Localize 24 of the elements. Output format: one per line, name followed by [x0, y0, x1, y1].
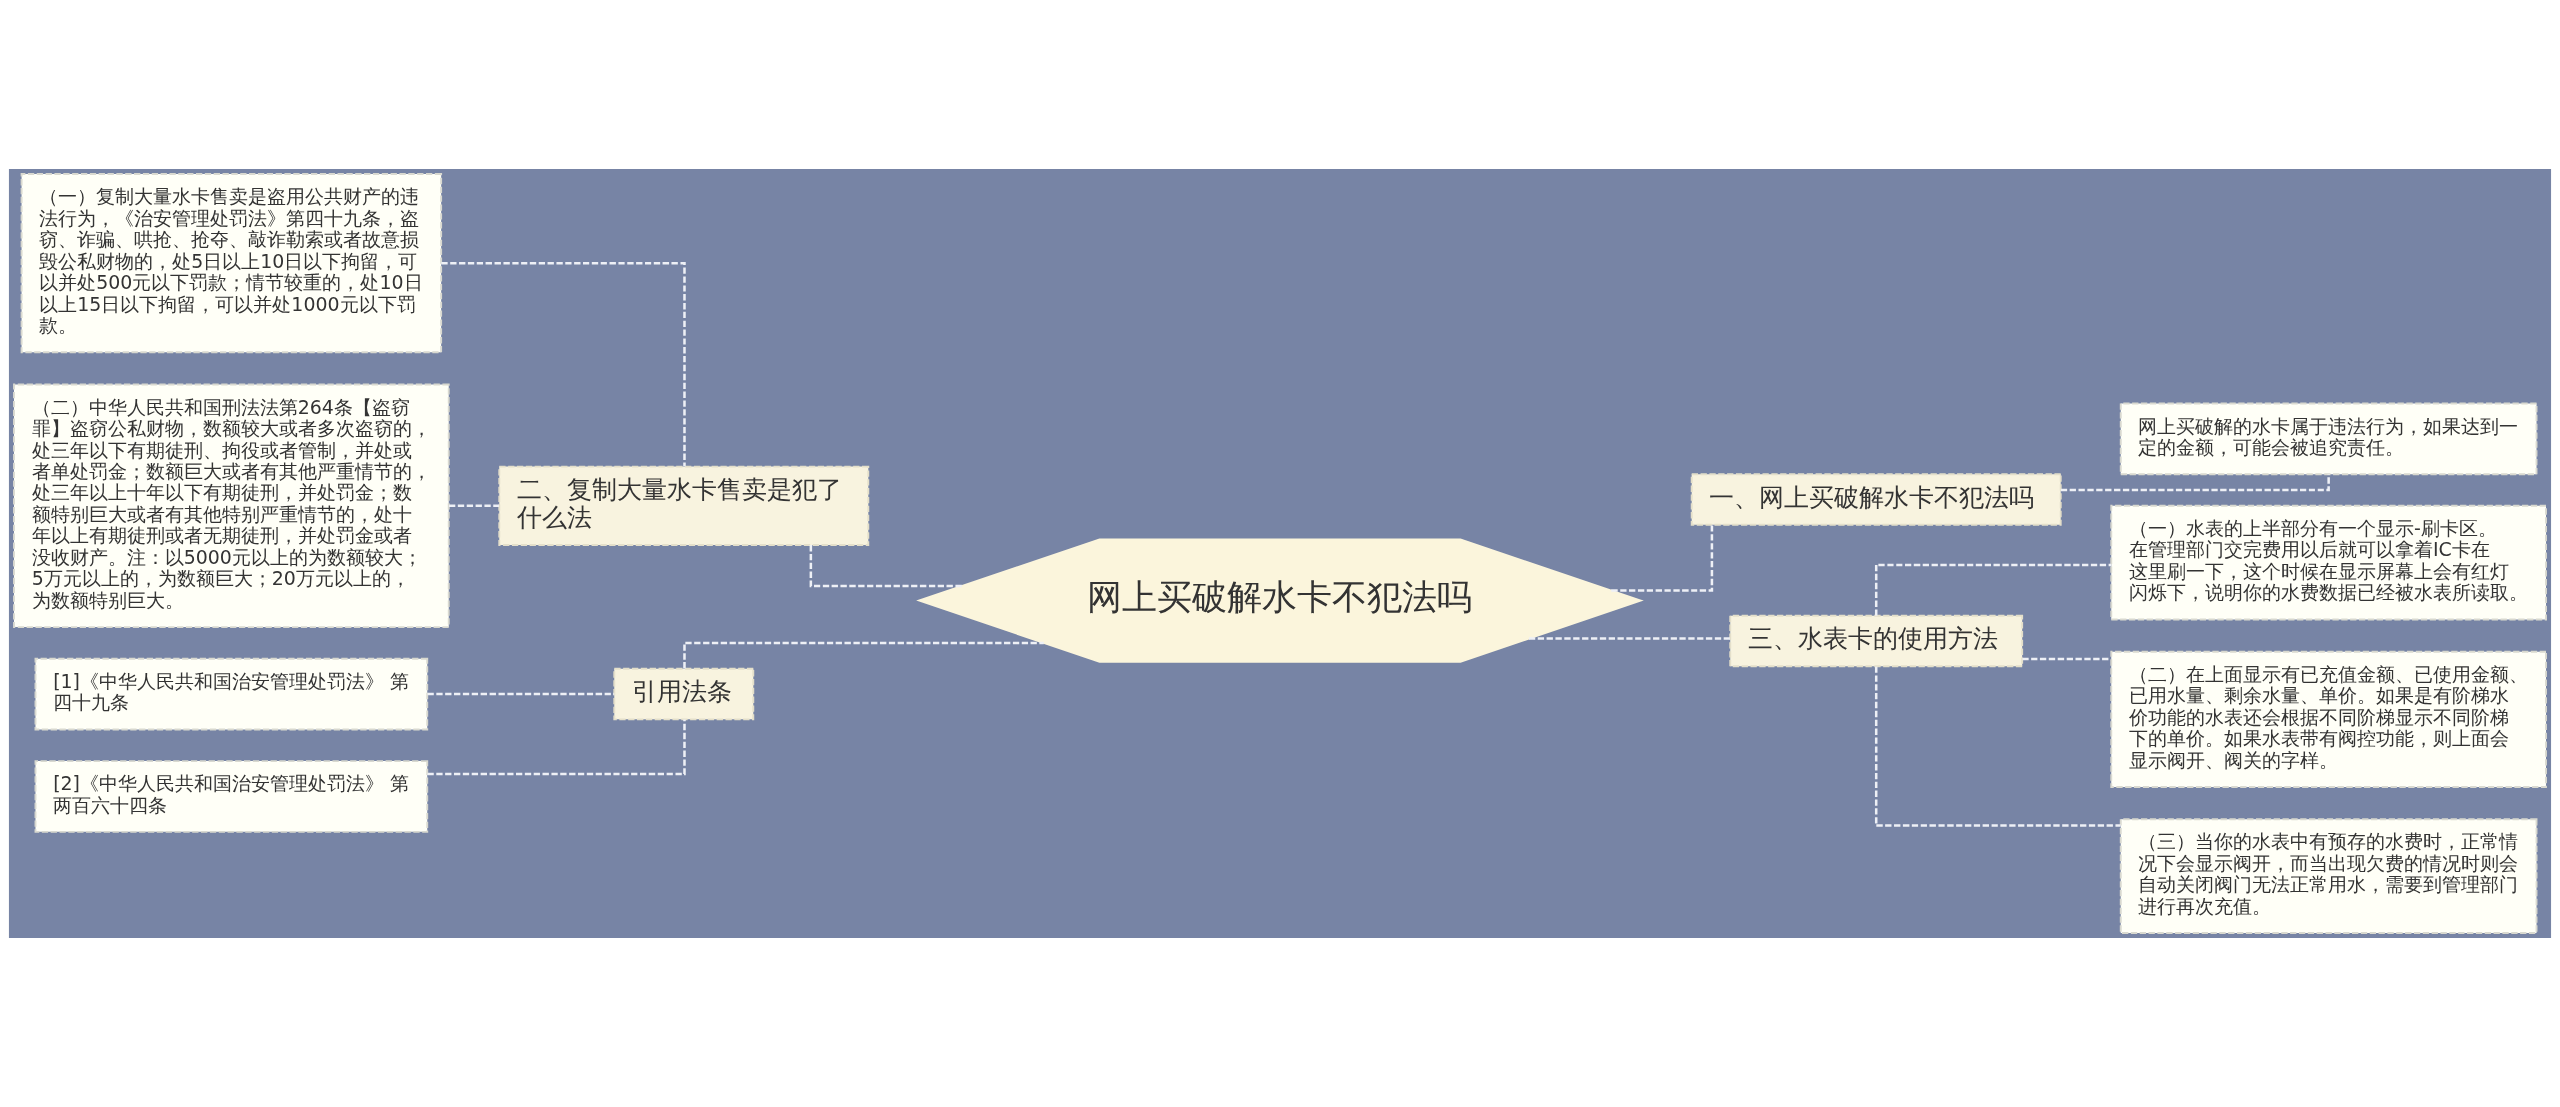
node-box: [1]《中华人民共和国治安管理处罚法》 第四十九条 [34, 657, 429, 731]
connector [1874, 563, 2112, 616]
connector [809, 545, 962, 588]
node-box: （一）复制大量水卡售卖是盗用公共财产的违法行为，《治安管理处罚法》第四十九条，盗窃、诈骗、哄抢、抢夺、敲诈勒索或者故意损毁公私财物的，处5日以上10日以下拘留，可以并处500元以下罚款；情节较重的，处10日以上15日以下拘留，可以并处1000元以下罚款。 [20, 173, 443, 354]
connector [1528, 637, 1731, 640]
connector [2060, 474, 2330, 492]
node-box: 三、水表卡的使用方法 [1729, 614, 2024, 668]
node-box: （二）在上面显示有已充值金额、已使用金额、已用水量、剩余水量、单价。如果是有阶梯水价功能的水表还会根据不同阶梯显示不同阶梯下的单价。如果水表带有阀控功能，则上面会显示阀开、阀关的字样。 [2110, 650, 2547, 788]
node-box: 引用法条 [613, 667, 755, 721]
node-box: 二、复制大量水卡售卖是犯了什么法 [498, 465, 870, 546]
connector [427, 692, 615, 696]
node-box: [2]《中华人民共和国治安管理处罚法》 第两百六十四条 [34, 760, 429, 833]
connector [427, 719, 686, 776]
connector [2022, 657, 2111, 661]
node-box: （二）中华人民共和国刑法法第264条【盗窃罪】盗窃公私财物，数额较大或者多次盗窃的，处三年以下有期徒刑、拘役或者管制，并处或者单处罚金；数额巨大或者有其他严重情节的，处三年以上十年以下有期徒刑，并处罚金；数额特别巨大或者有其他特别严重情节的，处十年以上有期徒刑或者无期徒刑，并处罚金或者没收财产。注：以5000元以上的为数额较大；5万元以上的，为数额巨大；20万元以上的，为数额特别巨大。 [13, 383, 450, 629]
connector [1874, 666, 2121, 827]
node-box: 一、网上买破解水卡不犯法吗 [1690, 473, 2062, 526]
node-box: （一）水表的上半部分有一个显示-刷卡区。在管理部门交完费用以后就可以拿着IC卡在这里刷一下，这个时候在显示屏幕上会有红灯闪烁下，说明你的水费数据已经被水表所读取。 [2110, 504, 2547, 621]
node-box: 网上买破解的水卡属于违法行为，如果达到一定的金额，可能会被追究责任。 [2119, 402, 2538, 476]
connector [1611, 524, 1714, 592]
node-box: （三）当你的水表中有预存的水费时，正常情况下会显示阀开，而当出现欠费的情况时则会自动关闭阀门无法正常用水，需要到管理部门进行再次充值。 [2119, 818, 2538, 934]
connector [441, 261, 686, 467]
connector [683, 641, 1044, 669]
connector [448, 504, 500, 508]
